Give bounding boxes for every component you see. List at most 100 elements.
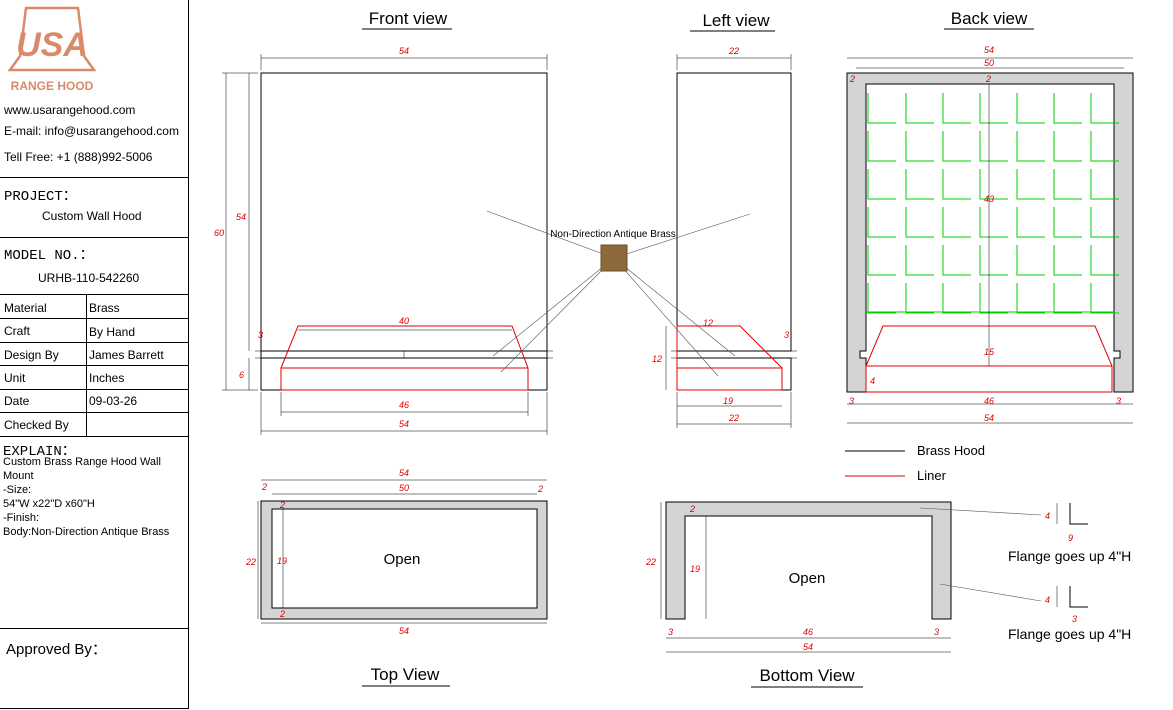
dim-bottom-width: 54 — [803, 642, 813, 652]
back-grid-brace — [1053, 283, 1082, 314]
dim-bottom-side-right: 3 — [934, 627, 939, 637]
explain-label: EXPLAIN： — [3, 444, 76, 460]
dim-bottom-inner: 46 — [803, 627, 813, 637]
dim-bottom-depth: 22 — [645, 557, 656, 567]
dim-front-height: 60 — [214, 228, 224, 238]
dim-back-width-bottom: 54 — [984, 413, 994, 423]
spec-value-design-by: James Barrett — [89, 348, 164, 362]
dim-left-depth-bottom: 22 — [728, 413, 739, 423]
svg-text:RANGE HOOD: RANGE HOOD — [11, 79, 94, 93]
back-grid-brace — [867, 283, 896, 314]
dim-front-body-height: 54 — [236, 212, 246, 222]
flange-note-top: Flange goes up 4"H — [1008, 548, 1131, 564]
back-grid-brace — [942, 245, 971, 276]
back-grid-brace — [905, 207, 934, 238]
dim-back-width: 54 — [984, 45, 994, 55]
dim-left-liner-top: 12 — [703, 318, 713, 328]
dim-bottom-inner-depth: 19 — [690, 564, 700, 574]
back-grid-brace — [1053, 131, 1082, 162]
spec-value-craft: By Hand — [89, 325, 136, 339]
back-grid-brace — [905, 283, 934, 314]
dim-back-edge-top: 2 — [985, 74, 991, 84]
back-grid-brace — [979, 207, 1008, 238]
dim-top-wall-back: 2 — [279, 609, 285, 619]
back-grid-brace — [979, 283, 1008, 314]
dim-left-liner-height: 12 — [652, 354, 662, 364]
back-grid-brace — [1053, 169, 1082, 200]
dim-top-inner-depth: 19 — [277, 556, 287, 566]
dim-back-edge-left: 2 — [849, 74, 855, 84]
back-grid-brace — [1090, 169, 1119, 200]
spec-label-unit: Unit — [4, 371, 26, 385]
dim-front-band: 6 — [239, 370, 244, 380]
back-grid-brace — [1053, 207, 1082, 238]
company-email[interactable]: E-mail: info@usarangehood.com — [4, 124, 179, 138]
spec-value-material: Brass — [89, 301, 120, 315]
spec-value-date: 09-03-26 — [89, 394, 138, 408]
back-grid-brace — [1016, 131, 1045, 162]
dim-bottom-side-left: 3 — [668, 627, 673, 637]
spec-label-date: Date — [4, 394, 30, 408]
usa-range-hood-logo: USA RANGE HOOD — [8, 6, 97, 93]
dim-top-wall-front: 2 — [279, 500, 285, 510]
company-website[interactable]: www.usarangehood.com — [4, 103, 136, 117]
back-grid-brace — [1016, 245, 1045, 276]
project-label: PROJECT： — [4, 189, 77, 205]
svg-text:USA: USA — [16, 26, 88, 64]
back-grid-brace — [867, 131, 896, 162]
dim-flange-side: 3 — [1072, 614, 1077, 624]
approved-by-label: Approved By： — [6, 641, 107, 658]
dim-front-liner-bottom: 46 — [399, 400, 409, 410]
back-grid-brace — [942, 283, 971, 314]
back-grid-brace — [979, 245, 1008, 276]
dim-front-width: 54 — [399, 46, 409, 56]
explain-line: Custom Brass Range Hood Wall — [3, 456, 161, 468]
back-grid-brace — [1053, 245, 1082, 276]
dim-back-side-right: 3 — [1116, 396, 1121, 406]
flange-note-bottom: Flange goes up 4"H — [1008, 626, 1131, 642]
explain-line: Mount — [3, 470, 34, 482]
explain-line: -Finish: — [3, 512, 40, 524]
back-grid-brace — [942, 207, 971, 238]
back-grid-brace — [1016, 169, 1045, 200]
left-view: 22 12 12 3 19 22 — [652, 46, 797, 428]
dim-flange-width: 9 — [1068, 533, 1073, 543]
dim-back-inner: 50 — [984, 58, 994, 68]
dim-top-wall-left: 2 — [261, 482, 267, 492]
front-view: 54 60 54 6 3 40 46 54 — [214, 46, 553, 435]
back-view-title: Back view — [951, 9, 1028, 28]
dim-flange-height-2: 4 — [1045, 595, 1050, 605]
back-grid-brace — [867, 169, 896, 200]
dim-front-gap: 3 — [258, 330, 263, 340]
dim-top-depth: 22 — [245, 557, 256, 567]
back-grid-brace — [905, 245, 934, 276]
model-number: URHB-110-542260 — [38, 271, 140, 285]
dim-top-inner: 50 — [399, 483, 409, 493]
top-view-title: Top View — [371, 665, 440, 684]
explain-line: 54"W x22"D x60"H — [3, 498, 95, 510]
legend-liner-label: Liner — [917, 468, 947, 483]
back-grid-brace — [942, 93, 971, 124]
back-grid-brace — [1090, 131, 1119, 162]
back-grid-brace — [1090, 93, 1119, 124]
dim-top-width-bottom: 54 — [399, 626, 409, 636]
explain-line: -Size: — [3, 484, 32, 496]
front-view-title: Front view — [369, 9, 448, 28]
finish-callout: Non-Direction Antique Brass — [486, 210, 751, 377]
dim-back-height: 43 — [984, 194, 994, 204]
dim-left-gap: 3 — [784, 330, 789, 340]
left-view-title: Left view — [702, 11, 770, 30]
bottom-view-title: Bottom View — [759, 666, 855, 685]
title-block: USA RANGE HOOD www.usarangehood.com E-ma… — [0, 0, 189, 709]
legend: Brass Hood Liner — [845, 443, 985, 483]
flange-detail-bottom: 4 3 Flange goes up 4"H — [1008, 586, 1131, 642]
project-name: Custom Wall Hood — [42, 209, 142, 223]
back-grid-brace — [905, 93, 934, 124]
flange-detail-top: 4 9 Flange goes up 4"H — [1008, 503, 1131, 564]
dim-front-liner-top: 40 — [399, 316, 409, 326]
back-grid-brace — [1016, 207, 1045, 238]
dim-back-small: 4 — [870, 376, 875, 386]
back-grid-brace — [979, 131, 1008, 162]
back-grid-brace — [867, 93, 896, 124]
legend-brass-label: Brass Hood — [917, 443, 985, 458]
